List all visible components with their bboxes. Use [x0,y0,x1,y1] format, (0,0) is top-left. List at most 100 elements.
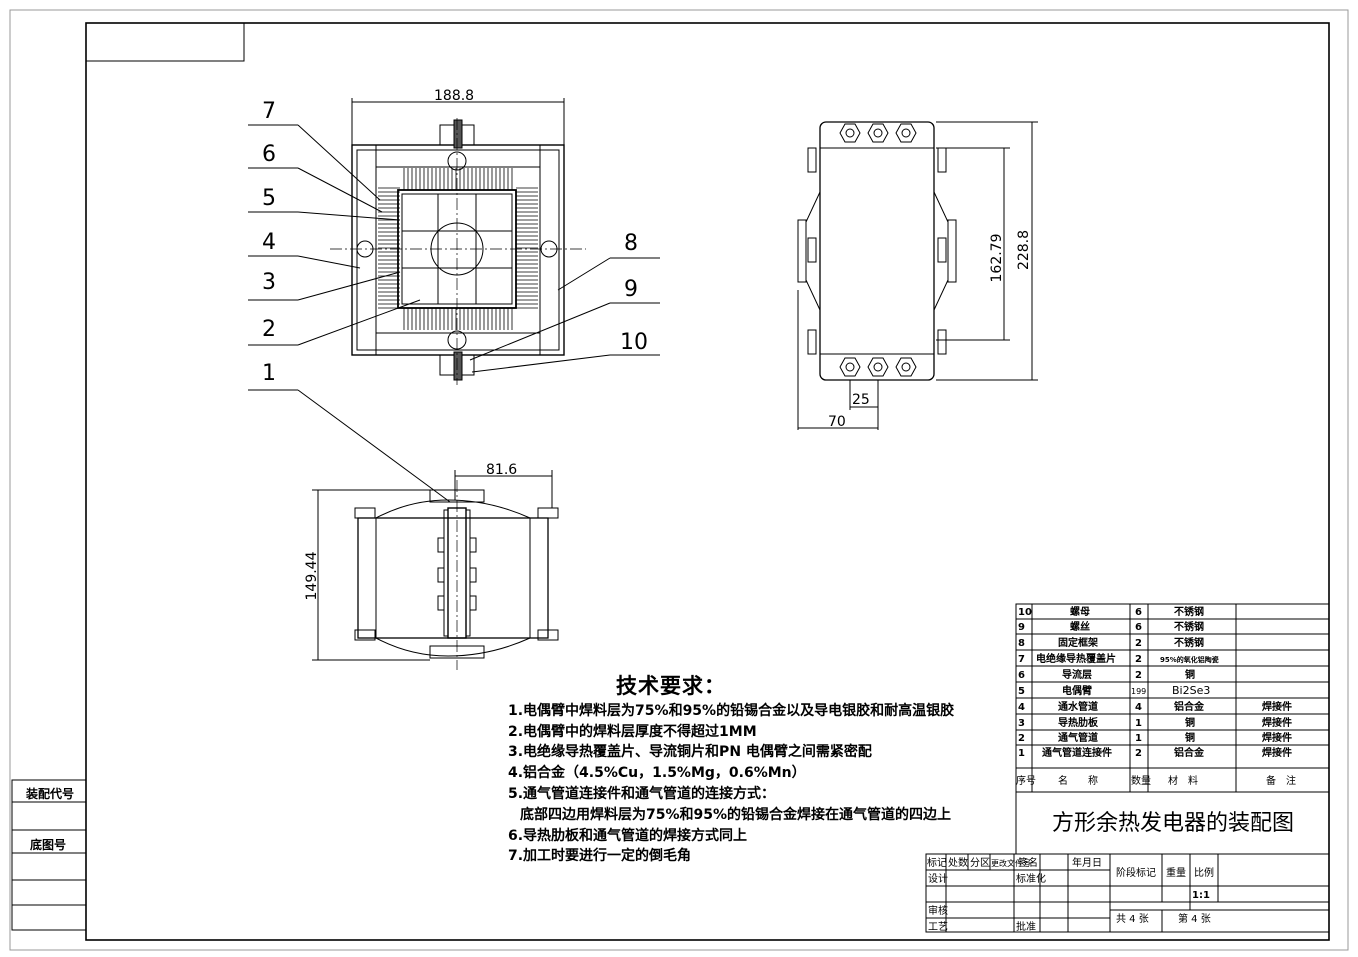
callout-7: 7 [262,99,276,124]
svg-text:重量: 重量 [1166,866,1186,879]
svg-text:铜: 铜 [1185,731,1195,744]
svg-text:4: 4 [1135,702,1142,713]
svg-text:电偶臂: 电偶臂 [1062,684,1092,697]
callout-9: 9 [624,277,638,302]
svg-text:处数: 处数 [948,856,968,869]
svg-text:6: 6 [1135,607,1142,618]
side-view [797,121,1038,430]
svg-text:8: 8 [1018,638,1025,649]
svg-text:批准: 批准 [1016,920,1036,933]
svg-text:螺丝: 螺丝 [1070,620,1090,633]
technical-requirements: 技术要求： 1.电偶臂中焊料层为75%和95%的铅锡合金以及导电银胶和耐高温银胶… [508,676,1018,867]
svg-text:95%的氧化铝陶瓷: 95%的氧化铝陶瓷 [1160,655,1219,664]
svg-text:通气管道连接件: 通气管道连接件 [1042,746,1112,759]
tech-req-item: 5.通气管道连接件和通气管道的连接方式： [508,785,776,802]
title-block-grid [925,791,1330,933]
svg-text:焊接件: 焊接件 [1262,746,1292,759]
svg-text:2: 2 [1135,748,1142,759]
svg-text:6: 6 [1135,622,1142,633]
svg-text:阶段标记: 阶段标记 [1116,866,1156,879]
svg-text:焊接件: 焊接件 [1262,731,1292,744]
svg-text:铜: 铜 [1185,716,1195,729]
parts-list-text: 10 螺母 6 不锈钢 9 螺丝 6 不锈钢 8 固定框架 2 不锈钢 7 电绝… [1016,605,1296,787]
svg-text:铜: 铜 [1185,668,1195,681]
svg-text:更改文件号: 更改文件号 [991,858,1031,868]
svg-text:7: 7 [1018,654,1025,665]
tech-req-item: 3.电绝缘导热覆盖片、导流铜片和PN 电偶臂之间需紧密配 [508,744,872,761]
svg-text:不锈钢: 不锈钢 [1174,636,1204,649]
svg-text:材 料: 材 料 [1168,774,1198,787]
svg-text:2: 2 [1018,733,1025,744]
dim-side-offset: 70 [828,414,846,430]
svg-text:数量: 数量 [1131,774,1151,787]
svg-text:Bi2Se3: Bi2Se3 [1172,684,1210,697]
callout-5: 5 [262,186,276,211]
svg-text:4: 4 [1018,702,1025,713]
svg-text:1: 1 [1018,748,1025,759]
svg-text:1: 1 [1135,733,1142,744]
svg-text:名 称: 名 称 [1058,774,1098,787]
svg-text:备 注: 备 注 [1266,774,1296,787]
svg-text:第 4 张: 第 4 张 [1178,912,1211,925]
svg-text:螺母: 螺母 [1070,605,1090,618]
svg-text:铝合金: 铝合金 [1174,746,1205,759]
dim-side-inner: 162.79 [989,234,1005,283]
title-block-text: 标记 处数 分区 更改文件号 签名 年月日 设计 标准化 阶段标记 重量 比例 … [927,856,1214,933]
svg-text:1: 1 [1135,718,1142,729]
svg-text:标记: 标记 [927,857,947,869]
svg-text:1:1: 1:1 [1192,890,1210,901]
svg-text:5: 5 [1018,686,1025,697]
tech-req-item: 7.加工时要进行一定的倒毛角 [508,848,692,865]
svg-text:焊接件: 焊接件 [1262,700,1292,713]
top-view [248,98,660,503]
tech-req-title: 技术要求： [616,674,726,698]
front-view [312,470,559,670]
top-left-box [85,22,245,62]
svg-text:年月日: 年月日 [1072,856,1102,869]
svg-text:固定框架: 固定框架 [1058,636,1098,649]
tech-req-item: 底部四边用焊料层为75%和95%的铅锡合金焊接在通气管道的四边上 [520,806,952,823]
sheet-outer-border [9,9,1349,951]
svg-text:分区: 分区 [970,857,990,869]
callout-2: 2 [262,317,276,342]
dim-side-outer: 228.8 [1016,230,1032,270]
svg-text:2: 2 [1135,638,1142,649]
assembly-code-label: 装配代号 [26,787,75,801]
base-drawing-label: 底图号 [30,838,67,852]
svg-text:焊接件: 焊接件 [1262,716,1292,729]
svg-text:工艺: 工艺 [928,921,948,933]
callout-10: 10 [620,330,648,355]
sheet-frame [85,22,1330,941]
svg-text:铝合金: 铝合金 [1174,700,1205,713]
callout-6: 6 [262,142,276,167]
left-strip [11,779,87,931]
svg-text:2: 2 [1135,670,1142,681]
dim-top-width: 188.8 [434,88,474,104]
svg-text:审核: 审核 [928,904,948,917]
svg-text:序号: 序号 [1016,774,1036,787]
dim-side-pitch: 25 [852,392,870,408]
svg-text:通气管道: 通气管道 [1058,731,1098,744]
svg-text:2: 2 [1135,654,1142,665]
callout-3: 3 [262,270,276,295]
svg-text:通水管道: 通水管道 [1058,700,1098,713]
svg-text:标准化: 标准化 [1016,872,1046,885]
callout-1: 1 [262,361,276,386]
svg-text:9: 9 [1018,622,1025,633]
svg-text:设计: 设计 [928,872,948,885]
svg-text:导流层: 导流层 [1062,668,1092,681]
svg-text:199: 199 [1131,687,1146,696]
svg-text:比例: 比例 [1194,866,1214,879]
svg-text:共 4 张: 共 4 张 [1116,913,1149,925]
dim-front-height: 149.44 [304,551,320,600]
dim-front-width: 81.6 [486,462,517,478]
svg-text:导热肋板: 导热肋板 [1058,716,1099,729]
svg-text:不锈钢: 不锈钢 [1174,605,1204,618]
tech-req-item: 4.铝合金（4.5%Cu，1.5%Mg，0.6%Mn） [508,765,806,782]
svg-text:电绝缘导热覆盖片: 电绝缘导热覆盖片 [1036,652,1116,665]
callout-8: 8 [624,231,638,256]
svg-text:10: 10 [1018,607,1032,618]
drawing-title: 方形余热发电器的装配图 [1051,811,1294,836]
tech-req-item: 1.电偶臂中焊料层为75%和95%的铅锡合金以及导电银胶和耐高温银胶 [508,702,955,719]
